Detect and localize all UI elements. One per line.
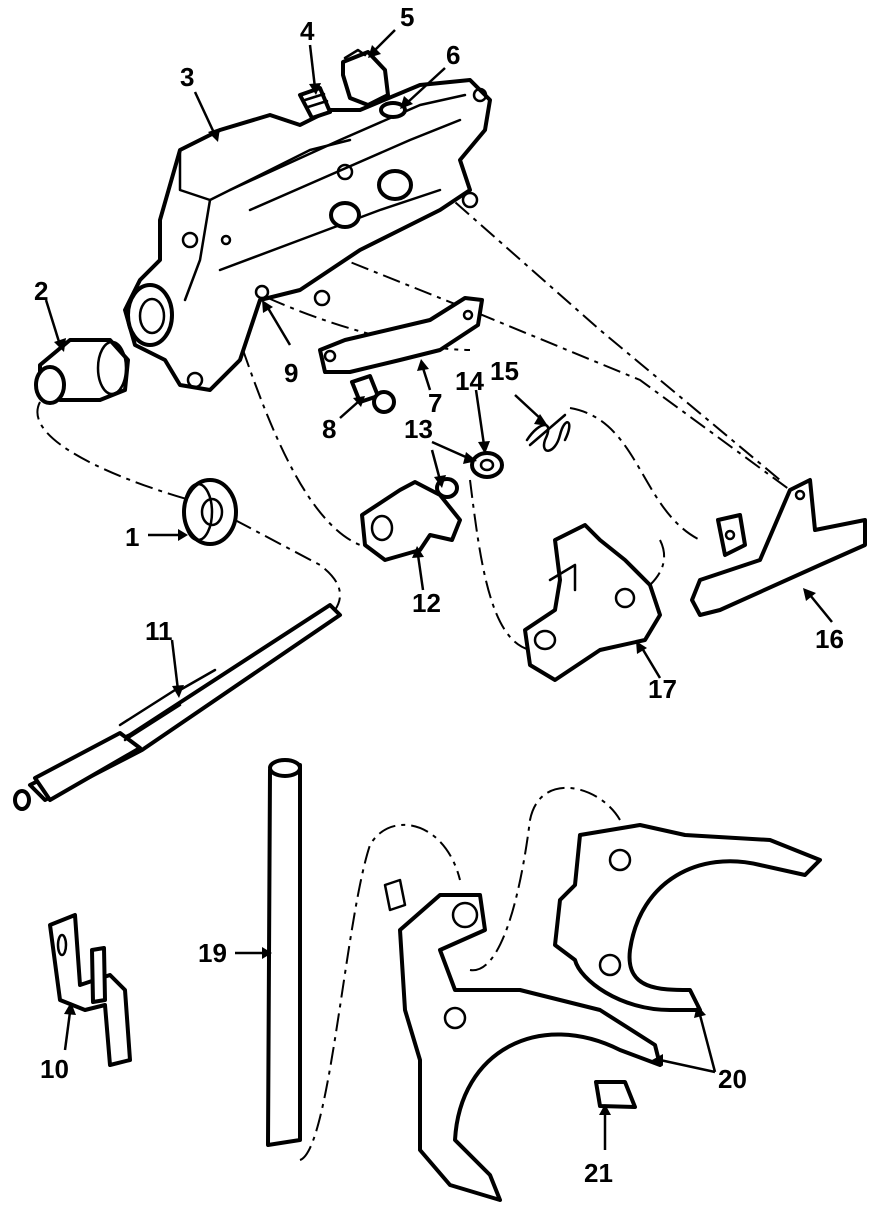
part-12-lever xyxy=(360,480,462,562)
part-7-bracket xyxy=(318,296,484,374)
part-15-spring xyxy=(525,413,571,452)
callout-11: 11 xyxy=(145,616,173,646)
part-8-bolt xyxy=(350,374,396,414)
part-6-washer xyxy=(379,101,407,119)
part-11-shaft xyxy=(13,603,342,811)
callout-21: 21 xyxy=(584,1158,613,1188)
callout-19: 19 xyxy=(198,938,227,968)
part-3-housing xyxy=(123,78,492,392)
leader-arrows xyxy=(44,29,833,1150)
callout-10: 10 xyxy=(40,1054,69,1084)
part-21-pad xyxy=(594,1080,637,1109)
callout-4: 4 xyxy=(300,16,315,46)
part-5-switch xyxy=(341,48,390,107)
callout-7: 7 xyxy=(428,388,442,418)
callout-20: 20 xyxy=(718,1064,747,1094)
callout-3: 3 xyxy=(180,62,194,92)
part-14-ring xyxy=(470,451,504,479)
callout-17: 17 xyxy=(648,674,677,704)
callout-6: 6 xyxy=(446,40,460,70)
callout-15: 15 xyxy=(490,356,519,386)
callout-16: 16 xyxy=(815,624,844,654)
part-2-bushing xyxy=(34,338,130,405)
callout-13: 13 xyxy=(404,414,433,444)
callout-8: 8 xyxy=(322,414,336,444)
callout-12: 12 xyxy=(412,588,441,618)
callout-14: 14 xyxy=(455,366,484,396)
callout-labels: 1 2 3 4 5 6 7 8 9 10 11 12 13 14 15 16 1… xyxy=(34,2,844,1188)
part-1-grommet xyxy=(182,478,238,546)
part-20-forks xyxy=(383,823,822,1202)
callout-1: 1 xyxy=(125,522,139,552)
callout-2: 2 xyxy=(34,276,48,306)
part-10-clip xyxy=(48,913,132,1067)
part-17-bracket xyxy=(523,523,662,682)
callout-5: 5 xyxy=(400,2,414,32)
part-19-rod xyxy=(266,758,302,1147)
callout-9: 9 xyxy=(284,358,298,388)
part-16-rail xyxy=(690,478,867,617)
